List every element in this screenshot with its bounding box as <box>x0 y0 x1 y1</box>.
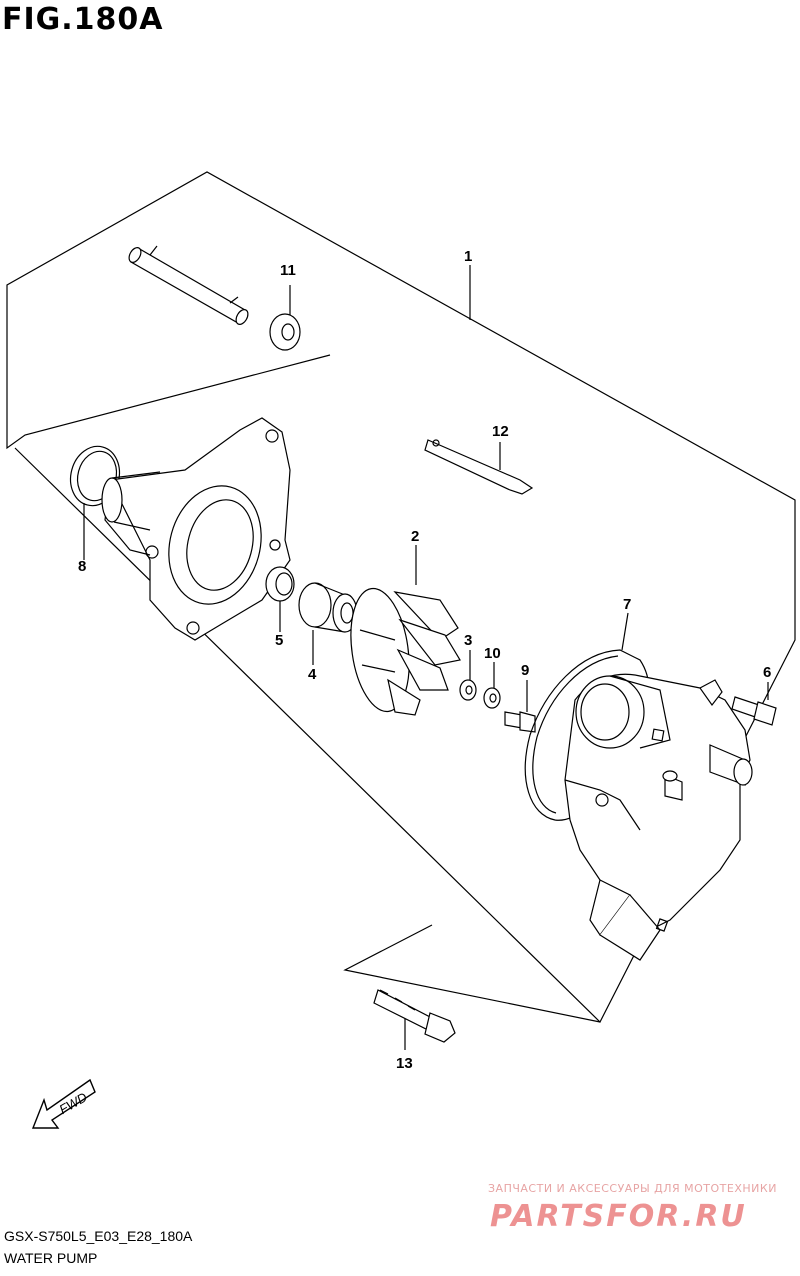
callout-6: 6 <box>763 664 772 681</box>
pump-cover-body <box>101 417 291 641</box>
assembly-bolt-bracket <box>343 924 601 1023</box>
callout-8: 8 <box>78 558 87 575</box>
bolt-9 <box>504 711 536 733</box>
watermark-logo-text: PARTSFOR.RU <box>490 1199 747 1234</box>
figure-name: WATER PUMP <box>4 1250 98 1266</box>
figure-code: GSX-S750L5_E03_E28_180A <box>4 1228 193 1244</box>
pipe-part <box>128 245 249 325</box>
mechanical-seal-4 <box>298 582 358 633</box>
pump-housing <box>564 673 753 961</box>
fwd-arrow-icon <box>31 1078 96 1129</box>
callout-11: 11 <box>280 262 296 279</box>
figure-title: FIG.180A <box>2 2 164 37</box>
watermark-tagline: ЗАПЧАСТИ И АКСЕССУАРЫ ДЛЯ МОТОТЕХНИКИ <box>488 1182 777 1195</box>
assembly-outline <box>6 171 796 600</box>
washer-3 <box>459 679 477 701</box>
callout-7: 7 <box>623 596 632 613</box>
oil-seal-5 <box>265 566 295 602</box>
callout-2: 2 <box>411 528 420 545</box>
callout-5: 5 <box>275 632 284 649</box>
callout-12: 12 <box>492 423 509 440</box>
callout-1: 1 <box>464 248 473 265</box>
callout-4: 4 <box>308 666 317 683</box>
bolt-13 <box>373 989 456 1043</box>
clamp-12 <box>424 439 534 495</box>
callout-9: 9 <box>521 662 530 679</box>
washer-11 <box>269 313 301 351</box>
callout-13: 13 <box>396 1055 413 1072</box>
bolt-6 <box>731 696 777 726</box>
callout-10: 10 <box>484 645 501 662</box>
callout-3: 3 <box>464 632 473 649</box>
impeller-2 <box>350 587 461 716</box>
washer-10 <box>483 687 501 709</box>
watermark-logo: PARTSFOR.RU <box>490 1199 747 1234</box>
